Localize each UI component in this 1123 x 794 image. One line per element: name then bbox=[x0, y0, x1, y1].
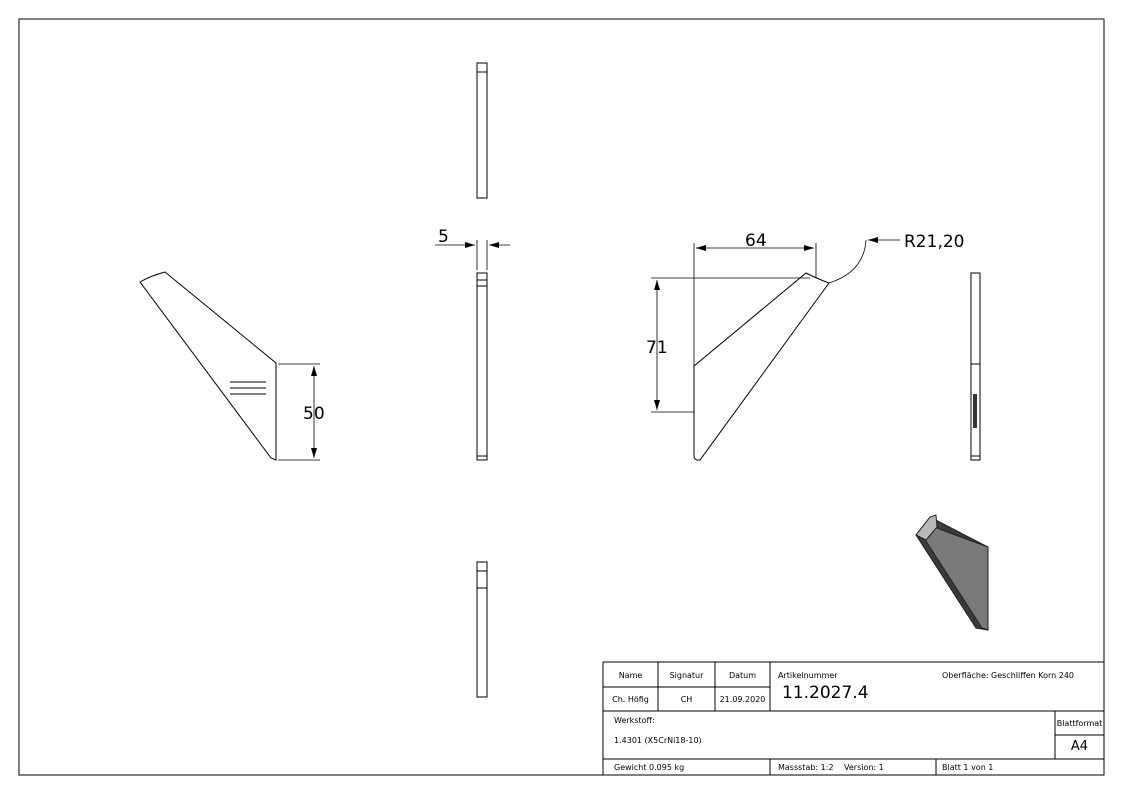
top-edge-view bbox=[476, 62, 488, 199]
sheet-number: Blatt 1 von 1 bbox=[942, 763, 994, 772]
side-view bbox=[139, 271, 320, 461]
dimension-height: 71 bbox=[646, 338, 668, 358]
weight: Gewicht 0.095 kg bbox=[614, 763, 685, 772]
material-label: Werkstoff: bbox=[614, 716, 655, 725]
surface-label: Oberfläche: bbox=[942, 671, 989, 680]
dimension-width: 64 bbox=[745, 231, 767, 251]
article-label: Artikelnummer bbox=[778, 671, 838, 680]
isometric-view bbox=[915, 514, 989, 631]
dimension-radius: R21,20 bbox=[904, 232, 964, 252]
bottom-edge-view bbox=[476, 561, 488, 698]
header-signature: Signatur bbox=[669, 671, 704, 680]
material-value: 1.4301 (X5CrNi18-10) bbox=[614, 736, 702, 745]
author-signature: CH bbox=[680, 695, 693, 704]
format-label: Blattformat bbox=[1056, 719, 1103, 728]
header-date: Datum bbox=[728, 671, 757, 680]
version: Version: 1 bbox=[844, 763, 884, 772]
sheet-border bbox=[18, 18, 1105, 776]
scale: Massstab: 1:2 bbox=[778, 763, 834, 772]
dimension-thickness: 5 bbox=[438, 227, 449, 247]
header-name: Name bbox=[618, 671, 643, 680]
format-value: A4 bbox=[1070, 739, 1089, 754]
article-number: 11.2027.4 bbox=[782, 683, 869, 703]
front-edge-view bbox=[435, 240, 510, 461]
right-edge-view bbox=[970, 272, 981, 461]
drawing-date: 21.09.2020 bbox=[719, 695, 766, 704]
main-view bbox=[651, 237, 900, 461]
author-name: Ch. Höfig bbox=[612, 695, 649, 704]
dimension-height-left: 50 bbox=[303, 404, 325, 424]
surface-value: Geschliffen Korn 240 bbox=[991, 671, 1075, 680]
